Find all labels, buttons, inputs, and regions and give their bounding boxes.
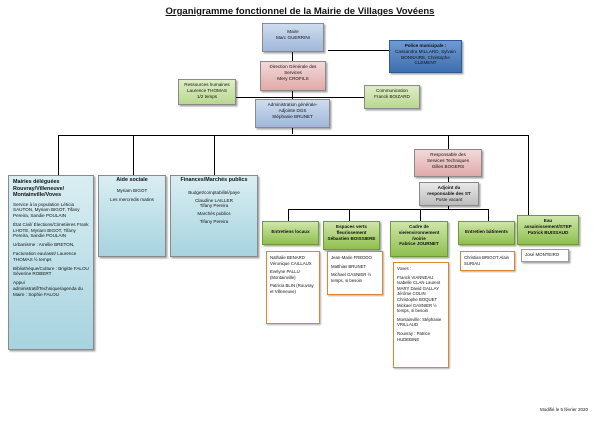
rh-box: Ressources humaines Laurence THOMAS 1/2 … [178,79,236,105]
admin-box: Administration générale-Adjointe DGS Sté… [255,99,330,128]
aide-sociale-box: Aide sociale Myriam BIGOT Les mercredis … [98,175,166,257]
modified-date: Modifié le 5 février 2020 [539,407,588,412]
rh-name: Laurence THOMAS 1/2 temps [187,87,228,99]
team-members-entretiens: Nathalie BENARD Véronique CAILLAUX Evely… [266,251,320,324]
mairies-section-facturation: Facturation eau/asst/ Laurence THOMAS ½ … [13,251,77,262]
maire-name: Marc GUERRINI [276,34,310,40]
member-eau-1: José MONTEIRO [525,252,560,257]
maire-box: Maire Marc GUERRINI [262,23,324,52]
member-espaces-1: Jean-Marie FREDDO [331,255,372,260]
team-lead-cadre: Fabrice JOURNET [399,241,439,247]
member-cadre-1: Voves : [397,266,412,271]
team-header-entretiens: Entretiens locaux [262,221,319,245]
connector-finances [214,135,215,175]
finances-line-tifany-1: Tifany Pereira [199,203,229,209]
aide-sociale-name: Myriam BIGOT [116,187,148,193]
chart-title: Organigramme fonctionnel de la Mairie de… [165,6,435,17]
member-batiments-1: Christian BRIGOT Alain SURIAU [464,255,510,266]
team-header-cadre: Cadre de vie/environnement /voirie Fabri… [390,221,448,257]
tech-box: Responsable des Services Techniques Gill… [414,149,482,177]
member-entretiens-1: Nathalie BENARD Véronique CAILLAUX [270,255,312,266]
police-box: Police municipale : Cassandra MILLARD, S… [389,40,462,73]
mairies-section-population: Service à la population Léticia SAUTON, … [13,201,80,219]
connector-tech [448,135,449,149]
connector-team-entretiens [288,209,289,221]
connector-adjoint-teams [448,204,449,209]
connector-rh-com [218,97,366,98]
mairies-section-urbanisme: Urbanisme : Amélie BRETON, [13,242,75,248]
member-espaces-3: Michael GASNIER ½ temps, si besoin [331,272,372,283]
connector-police [328,50,390,51]
mairies-box: Mairies déléguées Rouvray/Villeneuve/ Mo… [8,175,94,350]
communication-role: Communication [376,88,408,93]
mairies-title: Mairies déléguées Rouvray/Villeneuve/ Mo… [13,179,65,198]
member-entretiens-2: Evelyne PALLU (Montainville) [270,269,300,280]
tech-name: Gilles BOGERS [431,163,465,169]
maire-role: Maire [287,29,299,34]
team-title-eau: Eau assainissement/STEP [524,218,572,229]
admin-name: Stéphanie BRUNET [272,113,313,119]
connector-main-horizontal [58,135,528,136]
finances-line-marches: Marchés publics [197,211,231,217]
finances-box: Finances/Marchés publics Budget/comptabi… [170,175,258,257]
member-cadre-3: Montainville: Stéphanie VRILLAUD [397,316,442,328]
connector-team-espaces [349,209,350,221]
connector-trunk [292,52,293,134]
team-members-cadre: Voves : Franck VIANNEAU Isabelle CLAN La… [393,262,449,368]
connector-aide [133,135,134,175]
member-entretiens-3: Patricia BLIN (Rouvray et Villeneuve) [270,283,314,294]
member-cadre-2: Franck VIANNEAU Isabelle CLAN Laurent MA… [397,274,441,314]
mairies-section-etat-civil: État Civil/ Élections/Cimetières Frank L… [13,221,89,239]
team-members-espaces: Jean-Marie FREDDO Matthias BRUNET Michae… [327,251,383,295]
finances-line-claudine: Claudine LAILLER [195,197,233,203]
team-header-batiments: Entretien bâtiments [458,221,515,245]
rh-role: Ressources humaines [184,82,230,87]
aide-sociale-title: Aide sociale [116,177,148,183]
mairies-section-bibliotheque: Bibliothèque/Culture : Brigitte FALOU Sé… [13,265,89,277]
team-lead-espaces: Sébastien BOISSIERE [327,235,376,241]
team-lead-eau: Patrick BUISSAUD [527,229,569,235]
team-title-batiments: Entretien bâtiments [465,229,508,234]
dgs-box: Direction Générale des Services Mery CRO… [260,61,326,91]
team-header-eau: Eau assainissement/STEP Patrick BUISSAUD [517,215,579,245]
adjoint-box: Adjoint du responsable des ST Poste vaca… [419,182,479,206]
connector-mairies [58,135,59,175]
tech-role: Responsable des Services Techniques [426,152,470,163]
team-title-espaces: Espaces verts fleurissement [336,224,367,235]
adjoint-name: Poste vacant [435,196,463,202]
police-names: Cassandra MILLARD, Sylvain BONNAIRE, Chr… [395,48,456,66]
mairies-section-appui: Appui administratif/Technique/agenda du … [13,280,83,297]
team-header-espaces: Espaces verts fleurissement Sébastien BO… [323,221,380,250]
admin-role: Administration générale-Adjointe DGS [267,102,318,113]
finances-line-tifany-2: Tifany Pereira [199,218,229,224]
connector-team-batiments [488,209,489,221]
communication-box: Communication Franck BOIZARD [364,85,420,109]
finances-line-budget: Budget/comptabilité/paye [188,189,240,195]
connector-teams-horizontal [288,209,488,210]
member-cadre-4: Rouvray : Patrice HUDEBINE [397,330,430,342]
adjoint-role: Adjoint du responsable des ST [427,185,471,196]
connector-eau [528,135,529,215]
team-members-batiments: Christian BRIGOT Alain SURIAU [460,251,515,271]
police-role: Police municipale : [404,43,447,48]
team-title-cadre: Cadre de vie/environnement /voirie [398,224,440,241]
connector-team-cadre [420,209,421,221]
aide-sociale-extra: Les mercredis matins [110,196,154,202]
member-espaces-2: Matthias BRUNET [331,263,367,269]
dgs-name: Mery CROFILS [277,75,309,81]
finances-title: Finances/Marchés publics [180,177,248,183]
team-title-entretiens: Entretiens locaux [271,229,310,234]
team-members-eau: José MONTEIRO [521,249,569,262]
dgs-role: Direction Générale des Services [269,64,317,75]
communication-name: Franck BOIZARD [374,93,410,99]
